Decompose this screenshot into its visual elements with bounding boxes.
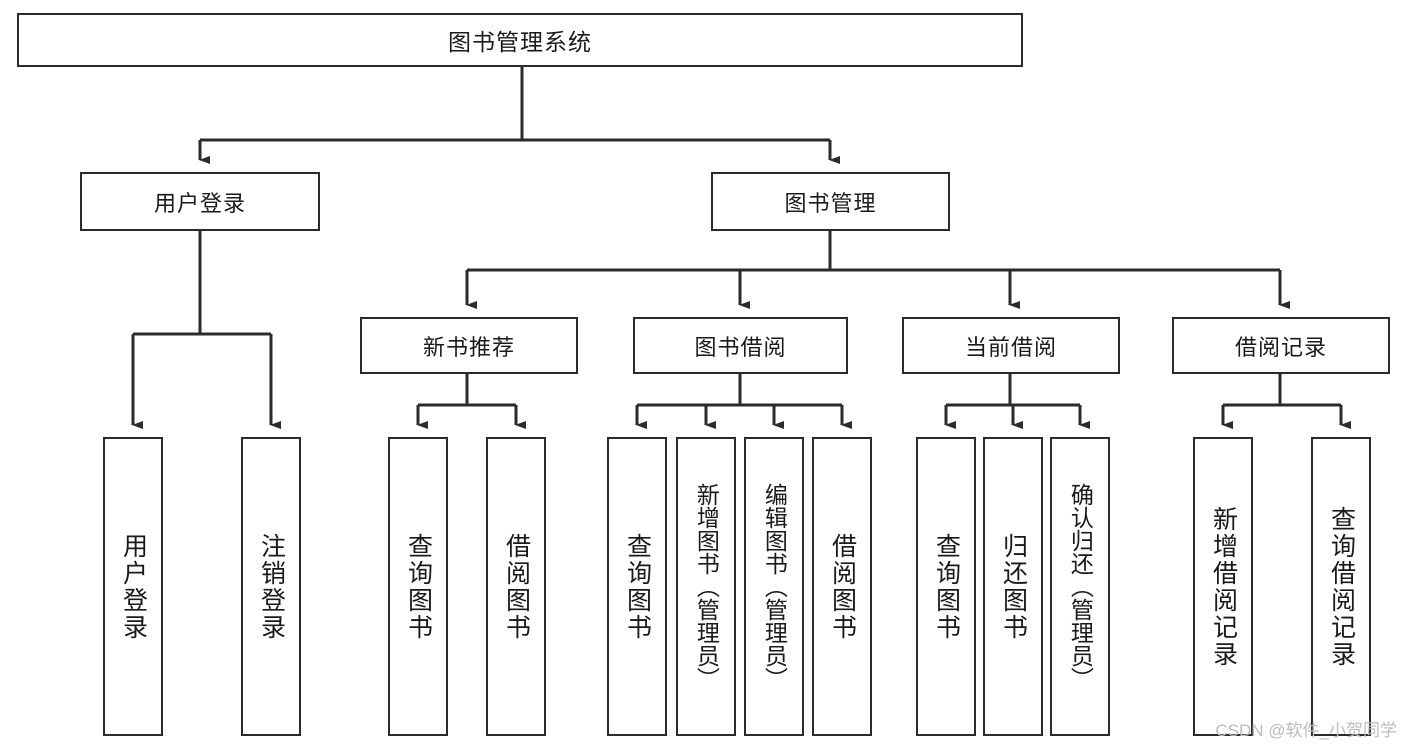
node-label: 新书推荐	[422, 334, 515, 360]
node-current-borrow[interactable]: 当前借阅	[902, 317, 1120, 374]
leaf-current-return-book[interactable]: 归还图书	[983, 437, 1043, 736]
node-borrow-records[interactable]: 借阅记录	[1172, 317, 1390, 374]
leaf-borrow-edit-book-admin[interactable]: 编辑图书（管理员）	[744, 437, 804, 736]
node-label: 新增借阅记录	[1209, 505, 1238, 668]
node-label: 图书借阅	[694, 334, 787, 360]
node-label: 查询图书	[623, 532, 652, 641]
leaf-current-confirm-return-admin[interactable]: 确认归还（管理员）	[1050, 437, 1110, 736]
leaf-logout[interactable]: 注销登录	[241, 437, 301, 736]
leaf-current-query-book[interactable]: 查询图书	[916, 437, 976, 736]
node-label: 当前借阅	[964, 334, 1057, 360]
leaf-borrow-add-book-admin[interactable]: 新增图书（管理员）	[676, 437, 736, 736]
node-user-login[interactable]: 用户登录	[80, 172, 320, 231]
leaf-records-query-record[interactable]: 查询借阅记录	[1311, 437, 1371, 736]
node-label: 查询借阅记录	[1327, 505, 1356, 668]
leaf-recommend-query-book[interactable]: 查询图书	[388, 437, 448, 736]
node-label: 用户登录	[153, 190, 246, 216]
node-label: 用户登录	[119, 532, 148, 641]
node-book-borrow[interactable]: 图书借阅	[633, 317, 848, 374]
leaf-borrow-query-book[interactable]: 查询图书	[607, 437, 667, 736]
node-label: 借阅图书	[828, 532, 857, 641]
leaf-recommend-borrow-book[interactable]: 借阅图书	[486, 437, 546, 736]
node-label: 归还图书	[999, 532, 1028, 641]
node-label: 确认归还（管理员）	[1067, 483, 1094, 690]
node-label: 图书管理系统	[448, 29, 592, 55]
node-new-book-recommend[interactable]: 新书推荐	[360, 317, 578, 374]
node-book-management[interactable]: 图书管理	[711, 172, 950, 231]
leaf-records-add-record[interactable]: 新增借阅记录	[1193, 437, 1253, 736]
node-label: 注销登录	[257, 532, 286, 641]
leaf-user-login[interactable]: 用户登录	[103, 437, 163, 736]
node-label: 新增图书（管理员）	[693, 483, 720, 690]
node-label: 借阅记录	[1234, 334, 1327, 360]
node-label: 借阅图书	[502, 532, 531, 641]
node-label: 查询图书	[404, 532, 433, 641]
leaf-borrow-borrow-book[interactable]: 借阅图书	[812, 437, 872, 736]
watermark: CSDN @软件_小贺同学	[1215, 721, 1397, 740]
node-label: 图书管理	[784, 190, 877, 216]
node-root-system[interactable]: 图书管理系统	[17, 13, 1023, 67]
node-label: 查询图书	[932, 532, 961, 641]
node-label: 编辑图书（管理员）	[761, 483, 788, 690]
